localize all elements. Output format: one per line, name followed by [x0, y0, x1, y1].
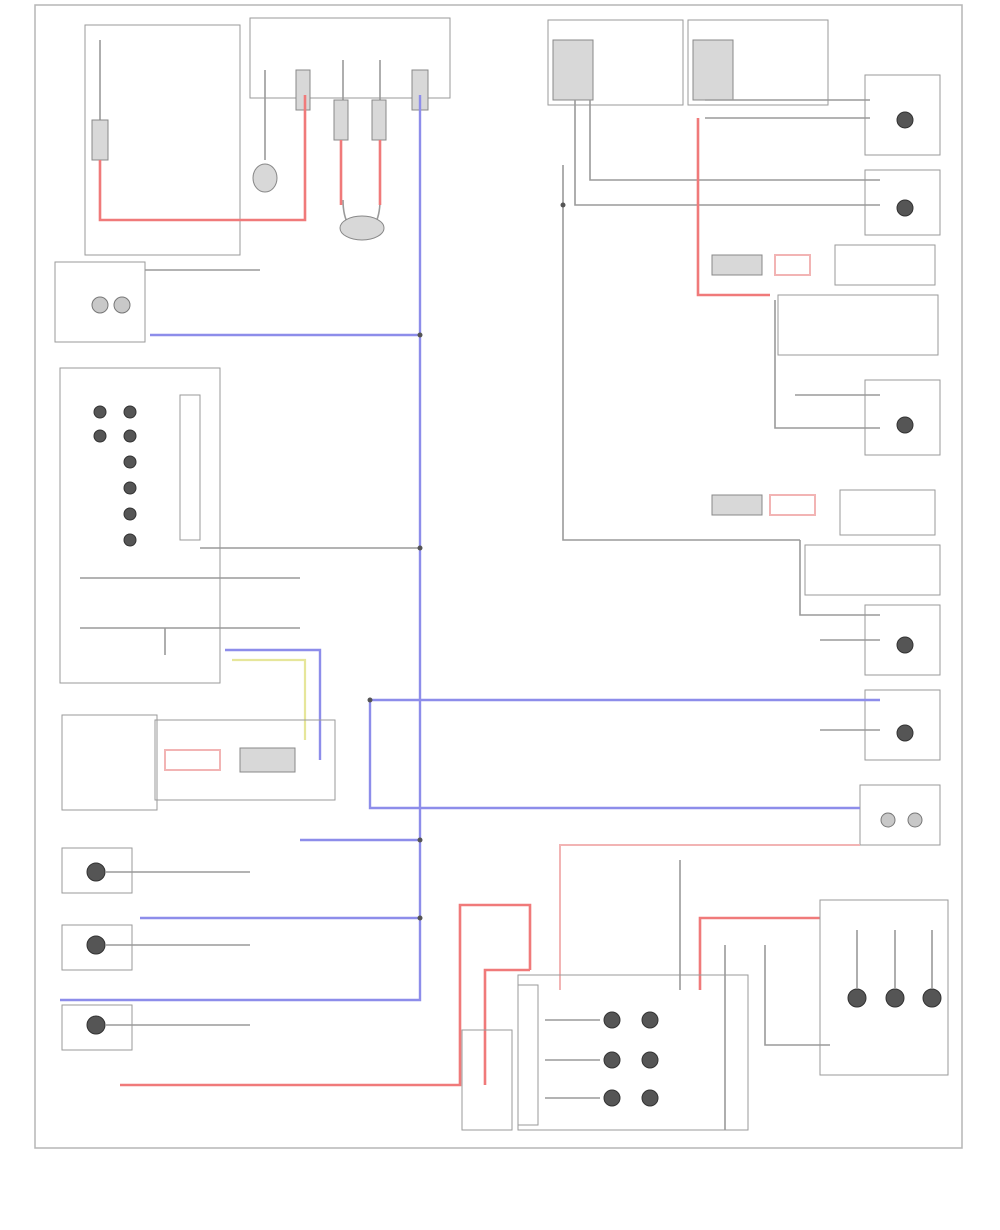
power-wire-battery	[120, 903, 532, 1087]
wheel-sensor-fl	[864, 169, 941, 236]
power-wire-brake	[559, 844, 860, 990]
sensor-lower-2	[61, 924, 250, 971]
power-wire-fuse	[98, 95, 307, 222]
meter-connector-pins	[93, 405, 137, 547]
ecm-module	[547, 19, 684, 106]
abs-connector-group	[711, 244, 939, 356]
abs-actuator-unit	[517, 860, 749, 1131]
sensor-lower-1	[61, 847, 250, 894]
bcm-module	[54, 261, 260, 343]
ignition-switch	[249, 17, 451, 241]
signal-wire-meter	[232, 658, 307, 740]
tcm-module	[687, 19, 829, 106]
power-wire-tcm	[696, 118, 770, 297]
ipdm-module	[61, 714, 336, 811]
wheel-sensor-rl	[864, 604, 941, 676]
wheel-sensor-rr	[864, 379, 941, 456]
combination-meter	[59, 367, 420, 684]
relay-block	[764, 899, 949, 1076]
diagram-border	[34, 4, 963, 1149]
can-bus-loop	[368, 698, 880, 810]
steering-angle-sensor	[864, 689, 941, 761]
battery	[461, 1029, 513, 1131]
brake-switch	[859, 784, 941, 846]
wheel-sensor-fr	[864, 74, 941, 156]
yaw-rate-sensor	[711, 489, 941, 596]
can-bus-main	[60, 95, 422, 1002]
sensor-lower-3	[61, 1004, 250, 1051]
ecm-harness	[574, 100, 880, 206]
